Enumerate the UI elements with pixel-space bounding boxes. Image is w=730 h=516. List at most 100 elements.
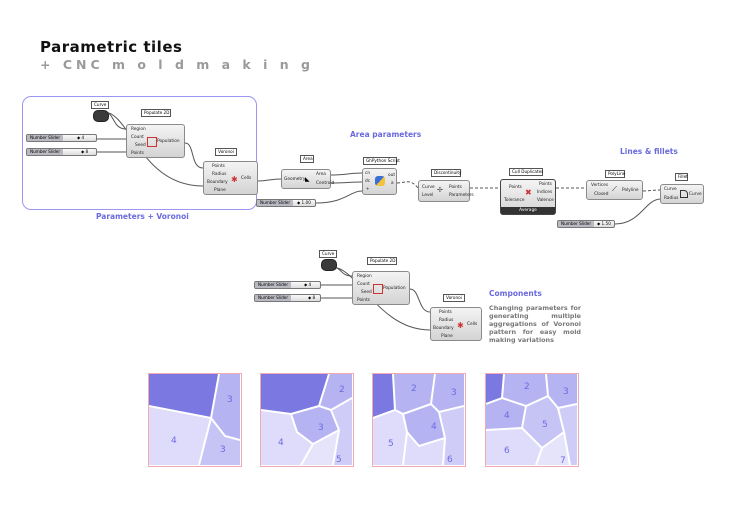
- voronoi-input-plane[interactable]: Plane: [214, 188, 226, 193]
- populate-input-seed[interactable]: Seed: [135, 143, 146, 148]
- populate-caption: Populate 2D: [141, 109, 171, 117]
- fillet-input-radius[interactable]: Radius: [664, 196, 679, 201]
- components-description: Changing parameters for generating multi…: [489, 304, 581, 344]
- polyline-input-vertices[interactable]: Vertices: [591, 183, 609, 188]
- fillet-output-curve[interactable]: Curve: [689, 192, 702, 197]
- voronoi-caption: Voronoi: [215, 148, 237, 156]
- discontinuity-node[interactable]: Curve Level ✢ Points Parameters: [418, 180, 474, 202]
- python-output-out[interactable]: out: [388, 173, 396, 178]
- voronoi-tile-2: 2 3 4 5: [260, 373, 354, 467]
- number-slider-radius[interactable]: Number Slider ◆ 1.00: [256, 199, 316, 207]
- python-output-a[interactable]: a: [391, 181, 394, 186]
- populate-caption: Populate 2D: [367, 257, 397, 265]
- populate-2d-node-2[interactable]: Region Count Seed Points Population: [352, 271, 410, 305]
- area-output-area[interactable]: Area: [316, 172, 326, 177]
- lines-fillets-label: Lines & fillets: [620, 147, 678, 156]
- number-slider-seed[interactable]: Number Slider ◆ 8: [26, 148, 97, 156]
- voronoi-output-cells[interactable]: Cells: [467, 322, 478, 327]
- voronoi-tile-3: 2 3 4 5 6: [372, 373, 466, 467]
- voronoi-node-2[interactable]: Points Radius Boundary Plane ✱ Cells: [430, 307, 482, 341]
- voronoi-input-boundary[interactable]: Boundary: [433, 326, 454, 331]
- disc-output-parameters[interactable]: Parameters: [449, 193, 474, 198]
- curve-icon: [321, 259, 337, 271]
- slider-label: Number Slider: [255, 295, 292, 301]
- page-title: Parametric tiles: [40, 38, 183, 56]
- slider-value: ◆ 8: [81, 149, 89, 154]
- populate-2d-node[interactable]: Region Count Seed Points Population: [126, 124, 185, 158]
- tile-cell: [149, 406, 211, 465]
- polyline-input-closed[interactable]: Closed: [594, 192, 609, 197]
- python-input-dc[interactable]: dc: [365, 179, 371, 184]
- cell-label: 3: [227, 395, 233, 405]
- populate-input-count[interactable]: Count: [131, 135, 144, 140]
- voronoi-tile-1: 3 4 3: [148, 373, 242, 467]
- populate-output-population[interactable]: Population: [157, 139, 180, 144]
- area-output-centroid[interactable]: Centroid: [316, 181, 335, 186]
- populate-output-population[interactable]: Population: [383, 286, 406, 291]
- curve-param[interactable]: Curve: [88, 101, 109, 122]
- populate-input-points[interactable]: Points: [357, 298, 370, 303]
- voronoi-input-radius[interactable]: Radius: [212, 172, 227, 177]
- cell-label: 2: [411, 384, 417, 394]
- voronoi-input-points[interactable]: Points: [439, 310, 452, 315]
- voronoi-output-cells[interactable]: Cells: [241, 176, 252, 181]
- number-slider-fillet-radius[interactable]: Number Slider ◆ 1.50: [557, 220, 615, 228]
- voronoi-input-radius[interactable]: Radius: [439, 318, 454, 323]
- disc-input-level[interactable]: Level: [422, 193, 434, 198]
- populate-input-seed[interactable]: Seed: [361, 290, 372, 295]
- slider-label: Number Slider: [257, 200, 294, 206]
- voronoi-node[interactable]: Points Radius Boundary Plane ✱ Cells: [203, 161, 258, 195]
- populate-input-count[interactable]: Count: [357, 282, 370, 287]
- fillet-icon: [680, 190, 688, 198]
- cull-input-tolerance[interactable]: Tolerance: [504, 198, 525, 203]
- cell-label: 5: [336, 455, 342, 465]
- cull-output-points[interactable]: Points: [539, 182, 552, 187]
- populate-input-points[interactable]: Points: [131, 151, 144, 156]
- voronoi-input-plane[interactable]: Plane: [441, 334, 453, 339]
- voronoi-icon: ✱: [457, 321, 464, 330]
- voronoi-input-points[interactable]: Points: [212, 164, 225, 169]
- cull-mode-footer[interactable]: Average: [501, 207, 555, 214]
- cull-output-indices[interactable]: Indices: [537, 190, 553, 195]
- cull-icon: ✖: [525, 188, 532, 197]
- discontinuity-icon: ✢: [437, 186, 443, 194]
- number-slider-count-2[interactable]: Number Slider ◆ 4: [254, 281, 321, 289]
- area-node[interactable]: Geometry ◣ Area Centroid: [281, 169, 335, 189]
- cell-label: 2: [339, 385, 345, 395]
- slider-value: ◆ 1.00: [297, 200, 311, 205]
- tile-cell: [211, 374, 240, 440]
- cell-label: 4: [171, 436, 177, 446]
- number-slider-count[interactable]: Number Slider ◆ 4: [26, 134, 97, 142]
- cull-duplicates-node[interactable]: Points Tolerance ✖ Points Indices Valenc…: [500, 179, 556, 215]
- area-input-geometry[interactable]: Geometry: [284, 177, 306, 182]
- cull-output-valence[interactable]: Valence: [537, 198, 554, 203]
- cell-label: 4: [431, 422, 437, 432]
- voronoi-input-boundary[interactable]: Boundary: [207, 180, 228, 185]
- curve-icon: [93, 110, 109, 122]
- cull-input-points[interactable]: Points: [509, 185, 522, 190]
- curve-param-2[interactable]: Curve: [316, 250, 337, 271]
- ghpython-script-node[interactable]: cn dc + out a: [362, 168, 397, 195]
- slider-value: ◆ 1.50: [597, 221, 611, 226]
- slider-label: Number Slider: [255, 282, 292, 288]
- voronoi-tile-4: 2 3 4 5 6 7: [485, 373, 579, 467]
- python-input-cn[interactable]: cn: [365, 171, 371, 176]
- number-slider-seed-2[interactable]: Number Slider ◆ 8: [254, 294, 321, 302]
- populate-input-region[interactable]: Region: [357, 274, 372, 279]
- slider-label: Number Slider: [27, 149, 64, 155]
- disc-input-curve[interactable]: Curve: [422, 185, 435, 190]
- tile-cell: [149, 374, 219, 418]
- fillet-node[interactable]: Curve Radius Curve: [660, 184, 704, 204]
- voronoi-icon: ✱: [231, 175, 238, 184]
- cell-label: 6: [447, 455, 453, 465]
- cell-label: 3: [220, 445, 226, 455]
- fillet-input-curve[interactable]: Curve: [664, 187, 677, 192]
- python-input-add[interactable]: +: [366, 187, 370, 192]
- populate-input-region[interactable]: Region: [131, 127, 146, 132]
- disc-output-points[interactable]: Points: [449, 185, 462, 190]
- parameters-group-frame: [22, 96, 257, 210]
- polyline-output[interactable]: Polyline: [622, 188, 639, 193]
- polyline-node[interactable]: Vertices Closed ⟋ Polyline: [586, 180, 643, 200]
- area-parameters-label: Area parameters: [350, 130, 422, 139]
- polyline-icon: ⟋: [612, 185, 617, 193]
